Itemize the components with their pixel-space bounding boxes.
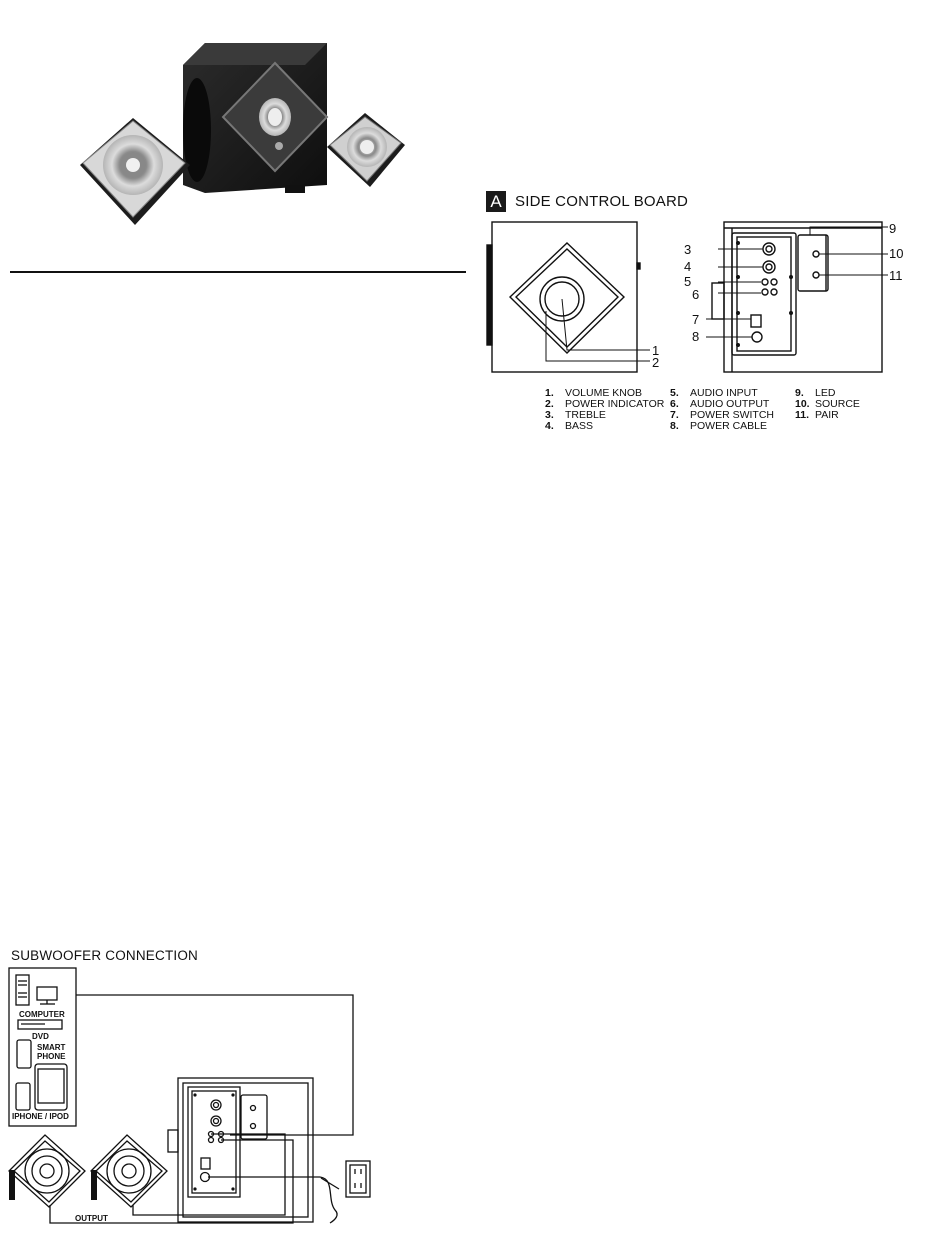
callout-2: 2 xyxy=(652,355,659,370)
legend-item: 8.POWER CABLE xyxy=(670,421,774,432)
source-label-smart: SMART xyxy=(37,1043,66,1052)
callout-11: 11 xyxy=(889,268,903,283)
legend-column-2: 5.AUDIO INPUT 6.AUDIO OUTPUT 7.POWER SWI… xyxy=(670,388,774,432)
callout-6: 6 xyxy=(692,287,699,302)
legend-column-3: 9.LED 10.SOURCE 11.PAIR xyxy=(795,388,860,421)
callout-8: 8 xyxy=(692,329,699,344)
source-label-iphone: IPHONE / IPOD xyxy=(12,1112,69,1121)
source-label-dvd: DVD xyxy=(32,1032,49,1041)
legend-column-1: 1.VOLUME KNOB 2.POWER INDICATOR 3.TREBLE… xyxy=(545,388,664,432)
legend-item: 3.TREBLE xyxy=(545,410,664,421)
output-label: OUTPUT xyxy=(75,1214,108,1223)
callout-3: 3 xyxy=(684,242,691,257)
source-label-computer: COMPUTER xyxy=(19,1010,65,1019)
section-badge: A xyxy=(486,191,506,212)
section-title-side-control-board: SIDE CONTROL BOARD xyxy=(515,193,688,210)
callout-4: 4 xyxy=(684,259,691,274)
callout-5: 5 xyxy=(684,274,691,289)
product-photo xyxy=(75,35,415,245)
side-control-board-diagram: 1 2 3 4 5 6 7 8 9 10 11 xyxy=(480,215,920,380)
subwoofer-connection-diagram: COMPUTER DVD SMART PHONE IPHONE / IPOD O… xyxy=(5,965,390,1235)
callout-10: 10 xyxy=(889,246,903,261)
legend-item: 11.PAIR xyxy=(795,410,860,421)
callout-9: 9 xyxy=(889,221,896,236)
callout-7: 7 xyxy=(692,312,699,327)
divider-line xyxy=(10,271,466,273)
source-label-phone: PHONE xyxy=(37,1052,66,1061)
legend-item: 4.BASS xyxy=(545,421,664,432)
section-title-subwoofer-connection: SUBWOOFER CONNECTION xyxy=(11,948,198,963)
